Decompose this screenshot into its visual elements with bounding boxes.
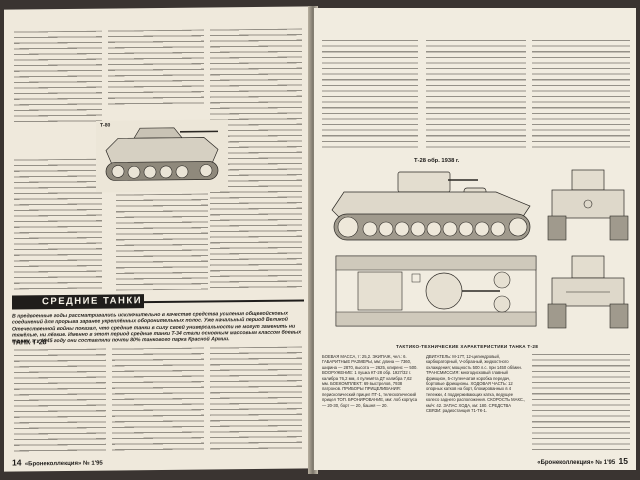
t28-text-column-3 <box>210 346 302 452</box>
left-folio: 14 «Бронеколлекция» № 1'95 <box>12 457 103 468</box>
t28-top-view <box>335 255 537 327</box>
right-text-column-3-lower <box>532 354 630 450</box>
right-page: Т-28 обр. 1938 г. <box>314 8 636 470</box>
t28-text-column-2 <box>112 347 204 453</box>
section-title: СРЕДНИЕ ТАНКИ <box>42 295 143 308</box>
t28-text-column-1 <box>14 348 106 454</box>
text-column-1-lower <box>14 158 102 290</box>
left-folio-label: «Бронеколлекция» № 1'95 <box>24 460 103 468</box>
t28-side-view <box>331 171 531 241</box>
section-banner: СРЕДНИЕ ТАНКИ <box>12 294 144 310</box>
right-text-column-2 <box>426 40 526 148</box>
banner-rule <box>144 299 304 303</box>
text-column-2 <box>108 29 204 109</box>
specs-column-2: ДВИГАТЕЛЬ: М-17Т, 12-цилиндровый, карбюр… <box>426 354 526 414</box>
t80-tank-drawing <box>96 119 228 193</box>
right-folio-label: «Бронеколлекция» № 1'95 <box>537 460 616 466</box>
right-text-column-3 <box>532 40 630 152</box>
text-column-2-lower <box>116 193 208 291</box>
tank-t28-heading: ТАНК Т-28 <box>12 339 47 347</box>
t28-rear-view <box>547 255 629 329</box>
specs-heading: ТАКТИКО-ТЕХНИЧЕСКИЕ ХАРАКТЕРИСТИКИ ТАНКА… <box>396 344 539 349</box>
text-column-1 <box>14 30 102 124</box>
right-text-column-1 <box>322 40 418 152</box>
right-folio: «Бронеколлекция» № 1'95 15 <box>537 456 628 466</box>
left-page-number: 14 <box>12 457 22 468</box>
figure-label: Т-80 <box>100 122 111 129</box>
section-intro: В предвоенные годы рассматривались исклю… <box>12 310 302 345</box>
t28-front-view <box>547 169 629 241</box>
t28-drawing-title: Т-28 обр. 1938 г. <box>414 158 460 164</box>
right-page-number: 15 <box>618 456 628 466</box>
left-page: Т-80 СРЕДНИЕ ТАНКИ В предвоенные годы ра… <box>4 6 312 472</box>
specs-column-1: БОЕВАЯ МАССА, т: 25,2. ЭКИПАЖ, чел.: 6. … <box>322 354 418 408</box>
binding-gutter <box>308 6 318 474</box>
